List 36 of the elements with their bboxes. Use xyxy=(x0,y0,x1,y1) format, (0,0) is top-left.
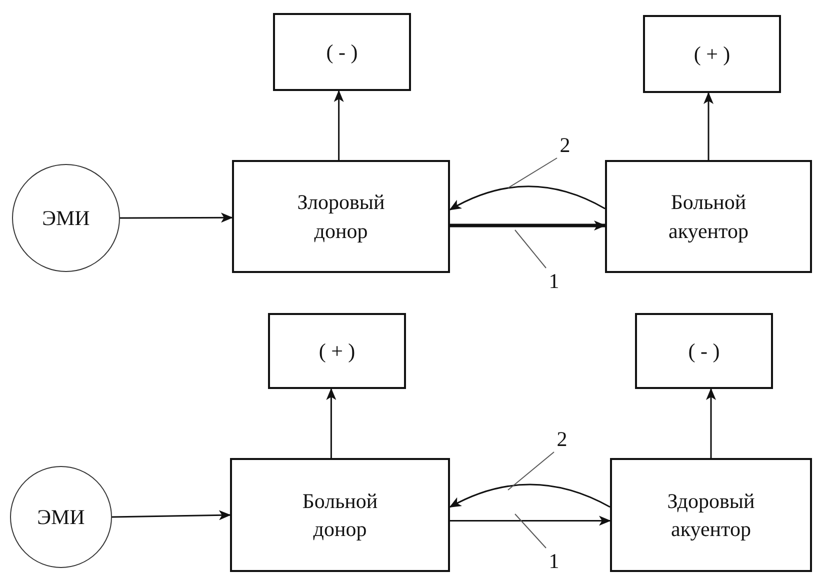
arrow xyxy=(120,212,233,223)
callout-number: 1 xyxy=(548,268,560,295)
node-label: ЭМИ xyxy=(37,504,85,531)
process-box xyxy=(230,458,450,572)
arrow xyxy=(449,186,606,210)
node-label: ( + ) xyxy=(694,40,730,68)
node-label: Больной донор xyxy=(301,488,379,543)
node-label: ( - ) xyxy=(688,338,720,365)
arrow xyxy=(450,516,611,526)
arrow xyxy=(449,484,610,508)
leader-line xyxy=(514,514,546,548)
arrow xyxy=(450,220,606,231)
node-label: Больной акуентор xyxy=(668,189,750,244)
sign-box xyxy=(635,313,773,389)
arrow xyxy=(326,388,336,458)
node-label: ( + ) xyxy=(318,338,356,365)
node-label: ЭМИ xyxy=(42,204,90,232)
node-label: Злоровый донор xyxy=(296,189,386,244)
leader-line xyxy=(508,158,558,188)
node-label: Здоровый акуентор xyxy=(666,488,756,543)
leader-line xyxy=(514,230,546,268)
arrow xyxy=(704,92,714,160)
sign-box xyxy=(273,13,411,91)
process-box xyxy=(610,458,812,572)
leader-line xyxy=(508,452,554,490)
sign-box xyxy=(268,313,406,389)
callout-number: 1 xyxy=(548,548,560,575)
callout-number: 2 xyxy=(560,132,570,159)
arrow xyxy=(112,510,231,520)
process-box xyxy=(232,160,450,273)
sign-box xyxy=(643,15,781,93)
process-box xyxy=(605,160,812,273)
arrow xyxy=(334,90,344,160)
node-label: ( - ) xyxy=(326,38,358,66)
callout-number: 2 xyxy=(556,426,568,453)
arrow xyxy=(706,388,716,458)
